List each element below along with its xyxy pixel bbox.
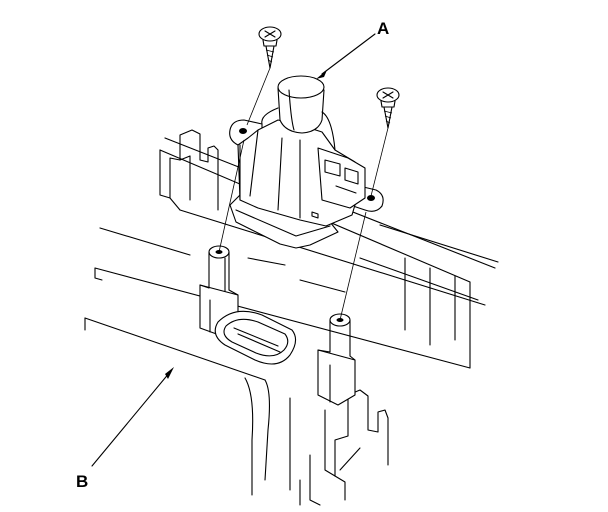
- alignment-lines: [218, 127, 389, 321]
- callout-label-b: B: [76, 472, 89, 491]
- connector-socket: [214, 310, 297, 365]
- screw-right: [376, 87, 400, 129]
- callout-leader-a: [316, 33, 376, 79]
- screw-left: [246, 26, 282, 126]
- callout-label-a: A: [377, 19, 390, 38]
- right-mounting-boss: [317, 313, 356, 406]
- ignition-coil: [229, 75, 384, 249]
- callout-leader-b: [91, 367, 174, 467]
